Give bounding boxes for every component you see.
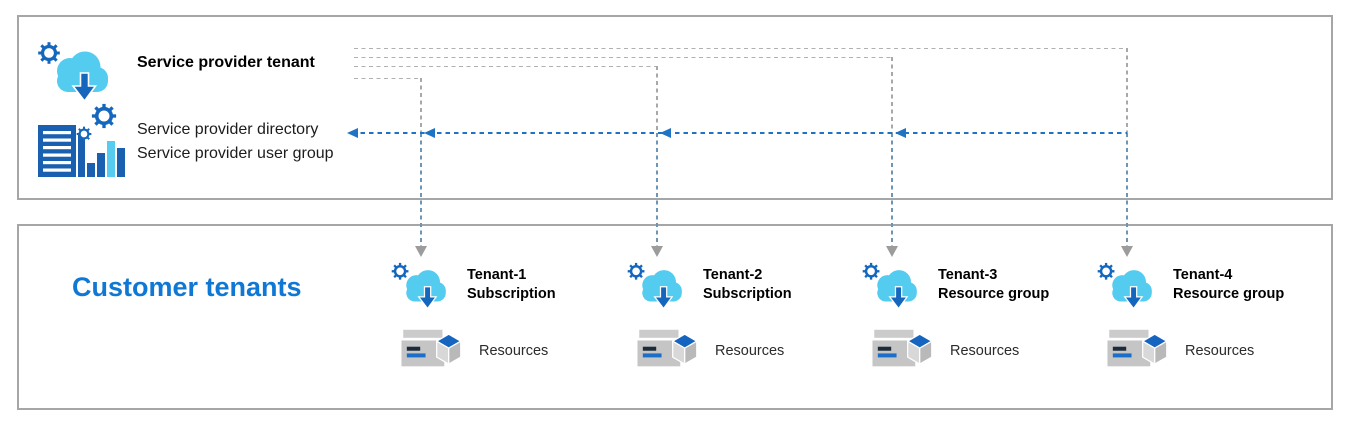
server-list-cube-icon: [868, 328, 934, 369]
delegation-line-tenant-4-vertical: [1126, 48, 1128, 133]
tenant-group-2: Tenant-2 Subscription Resources: [624, 256, 856, 396]
access-line-tenant-1-vertical: [420, 133, 422, 246]
arrow-down-tenant-1-icon: [415, 246, 427, 257]
resources-label: Resources: [950, 343, 1020, 359]
access-line-tenant-4-vertical: [1126, 133, 1128, 246]
tenant-scope: Subscription: [703, 286, 792, 302]
arrow-left-tenant-2-junction-icon: [660, 128, 671, 138]
access-line-tenant-3-vertical: [891, 133, 893, 246]
customer-tenants-title: Customer tenants: [72, 272, 302, 302]
directory-access-line-horizontal: [352, 132, 1127, 134]
tenant-name: Tenant-4: [1173, 267, 1233, 283]
service-provider-box: [17, 15, 1333, 200]
arrow-down-tenant-4-icon: [1121, 246, 1133, 257]
tenant-group-1: Tenant-1 Subscription Resources: [388, 256, 620, 396]
tenant-name: Tenant-2: [703, 267, 763, 283]
arrow-left-directory-icon: [347, 128, 358, 138]
delegation-line-tenant-1-horizontal: [354, 78, 421, 80]
delegation-line-tenant-3-horizontal: [354, 57, 892, 59]
tenant-scope: Resource group: [1173, 286, 1285, 302]
resources-label: Resources: [479, 343, 549, 359]
cloud-gear-download-icon: [861, 261, 923, 311]
arrow-down-tenant-3-icon: [886, 246, 898, 257]
tenant-1-label: Tenant-1 Subscription: [467, 266, 556, 304]
directory-gears-barchart-icon: [34, 103, 126, 179]
arrow-down-tenant-2-icon: [651, 246, 663, 257]
cloud-gear-download-icon: [626, 261, 688, 311]
delegation-line-tenant-3-vertical: [891, 57, 893, 133]
server-list-cube-icon: [1103, 328, 1169, 369]
arrow-left-tenant-3-junction-icon: [895, 128, 906, 138]
tenant-3-label: Tenant-3 Resource group: [938, 266, 1049, 304]
server-list-cube-icon: [397, 328, 463, 369]
cloud-gear-download-icon: [36, 40, 116, 104]
access-line-tenant-2-vertical: [656, 133, 658, 246]
delegation-line-tenant-1-vertical: [420, 78, 422, 133]
tenant-2-label: Tenant-2 Subscription: [703, 266, 792, 304]
resources-label: Resources: [715, 343, 785, 359]
customer-tenants-box: [17, 224, 1333, 410]
tenant-name: Tenant-1: [467, 267, 527, 283]
tenant-scope: Subscription: [467, 286, 556, 302]
cloud-gear-download-icon: [390, 261, 452, 311]
server-list-cube-icon: [633, 328, 699, 369]
cloud-gear-download-icon: [1096, 261, 1158, 311]
delegation-line-tenant-2-vertical: [656, 66, 658, 133]
tenant-group-4: Tenant-4 Resource group Resources: [1094, 256, 1326, 396]
tenant-scope: Resource group: [938, 286, 1050, 302]
tenant-4-label: Tenant-4 Resource group: [1173, 266, 1284, 304]
tenant-group-3: Tenant-3 Resource group Resources: [859, 256, 1091, 396]
arrow-left-tenant-1-junction-icon: [424, 128, 435, 138]
delegation-line-tenant-2-horizontal: [354, 66, 657, 68]
service-provider-tenant-label: Service provider tenant: [137, 54, 315, 71]
tenant-name: Tenant-3: [938, 267, 998, 283]
resources-label: Resources: [1185, 343, 1255, 359]
service-provider-directory-label: Service provider directory: [137, 121, 319, 138]
delegation-line-tenant-4-horizontal: [354, 48, 1127, 50]
service-provider-user-group-label: Service provider user group: [137, 145, 334, 162]
